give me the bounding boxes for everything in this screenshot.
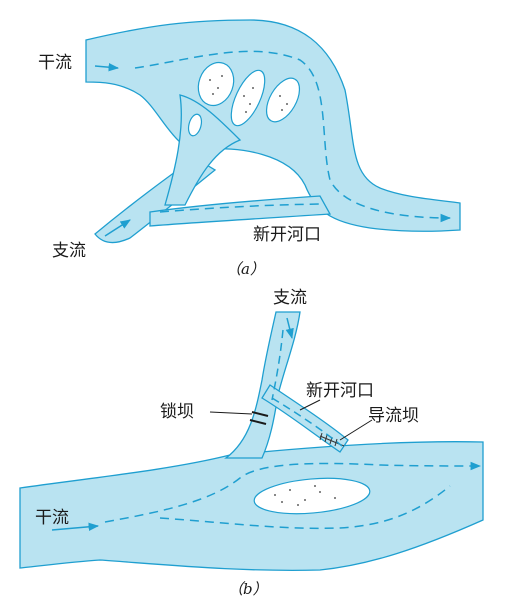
leader-lock-dam	[209, 411, 253, 415]
label-new-mouth-a: 新开河口	[253, 225, 321, 245]
label-main-stream-b: 干流	[35, 508, 69, 528]
river-b-tributary	[224, 311, 301, 459]
lock-dam	[249, 411, 269, 425]
label-new-mouth-b: 新开河口	[306, 381, 374, 401]
label-tributary-a: 支流	[52, 241, 86, 261]
diagram-a	[85, 19, 461, 244]
arrow-b-tributary-in	[285, 317, 294, 340]
flow-line-a-new	[159, 203, 321, 213]
label-lock-dam-b: 锁坝	[160, 402, 194, 422]
flow-line-b-main	[104, 461, 482, 523]
river-a-side-channel	[164, 94, 242, 206]
sandbar-a-3	[265, 77, 301, 123]
label-main-stream-a: 干流	[38, 53, 72, 73]
arrow-b-main-in	[51, 522, 100, 532]
arrow-a-tributary-in	[104, 219, 131, 237]
leader-new-mouth	[299, 399, 321, 411]
caption-b: （b）	[228, 580, 268, 598]
flow-line-a-main	[134, 50, 452, 223]
river-a-new-channel	[149, 195, 332, 227]
leader-guide-dam	[339, 419, 373, 441]
river-b-main-channel	[19, 441, 484, 571]
sandbar-b-1	[253, 477, 371, 515]
sandbar-a-2	[230, 69, 266, 127]
diagram-b	[19, 311, 484, 571]
sandbar-a-dots	[209, 75, 288, 113]
flow-line-b-lower	[159, 485, 451, 530]
flow-line-b-tributary	[271, 329, 284, 401]
sandbar-b-dots	[274, 485, 336, 506]
label-guide-dam-b: 导流坝	[368, 406, 419, 426]
arrow-a-main-in	[94, 62, 120, 72]
label-tributary-b: 支流	[273, 288, 307, 308]
caption-a: （a）	[226, 260, 265, 278]
sandbar-a-1	[197, 61, 235, 107]
flow-line-b-new	[271, 397, 343, 447]
sandbar-a-4	[187, 113, 203, 137]
